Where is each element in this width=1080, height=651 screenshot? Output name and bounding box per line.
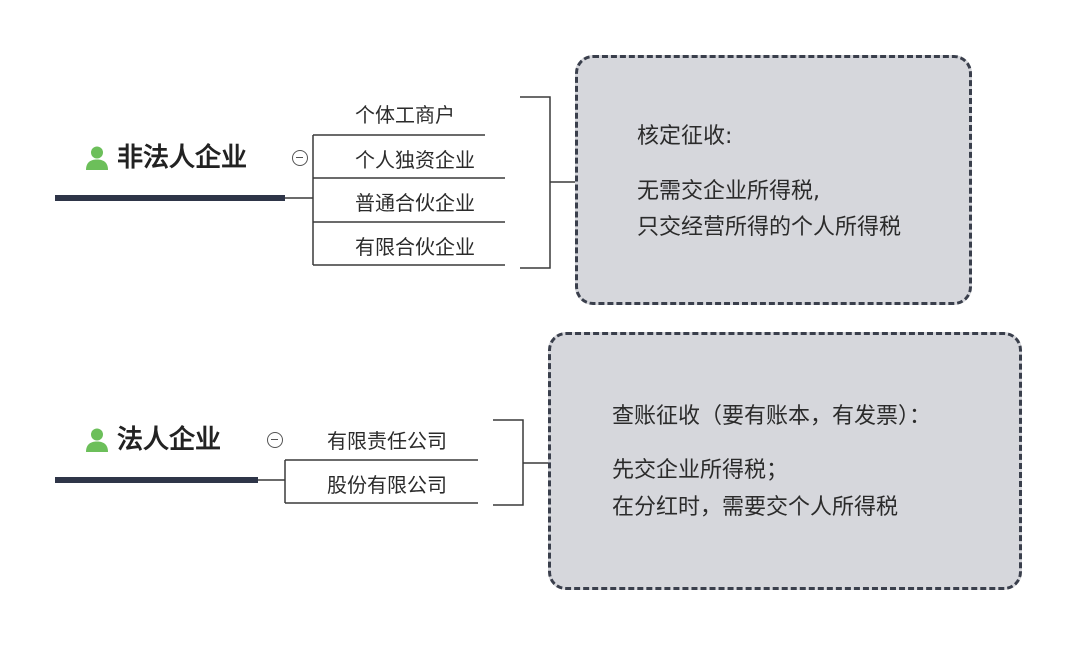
branch-connectors-non-legal	[55, 96, 578, 269]
minus-icon	[271, 438, 278, 440]
branch-item[interactable]: 个体工商户	[355, 103, 455, 127]
note-heading: 查账征收（要有账本，有发票）：	[612, 404, 932, 429]
note-box-approved-taxation[interactable]: 核定征收: 无需交企业所得税, 只交经营所得的个人所得税	[575, 55, 972, 305]
branch-item[interactable]: 股份有限公司	[327, 473, 447, 497]
collapse-icon[interactable]	[292, 150, 308, 166]
branch-title[interactable]: 非法人企业	[117, 143, 248, 173]
branch-title[interactable]: 法人企业	[117, 425, 222, 455]
note-line: 先交企业所得税；	[612, 458, 789, 483]
collapse-icon[interactable]	[267, 432, 283, 448]
note-line: 只交经营所得的个人所得税	[637, 215, 902, 240]
branch-item[interactable]: 个人独资企业	[355, 148, 475, 172]
summary-bracket	[520, 96, 551, 269]
note-line: 在分红时，需要交个人所得税	[612, 495, 899, 520]
minus-icon	[296, 156, 303, 158]
branch-item[interactable]: 有限责任公司	[327, 429, 447, 453]
branch-connectors-legal	[55, 419, 551, 506]
person-icon	[86, 428, 108, 452]
note-line: 无需交企业所得税,	[637, 179, 820, 204]
note-box-audited-taxation[interactable]: 查账征收（要有账本，有发票）： 先交企业所得税； 在分红时，需要交个人所得税	[548, 332, 1022, 590]
summary-bracket	[493, 419, 524, 506]
branch-item[interactable]: 有限合伙企业	[355, 235, 475, 259]
note-heading: 核定征收:	[637, 124, 733, 149]
person-icon	[86, 146, 108, 170]
branch-item[interactable]: 普通合伙企业	[355, 191, 475, 215]
